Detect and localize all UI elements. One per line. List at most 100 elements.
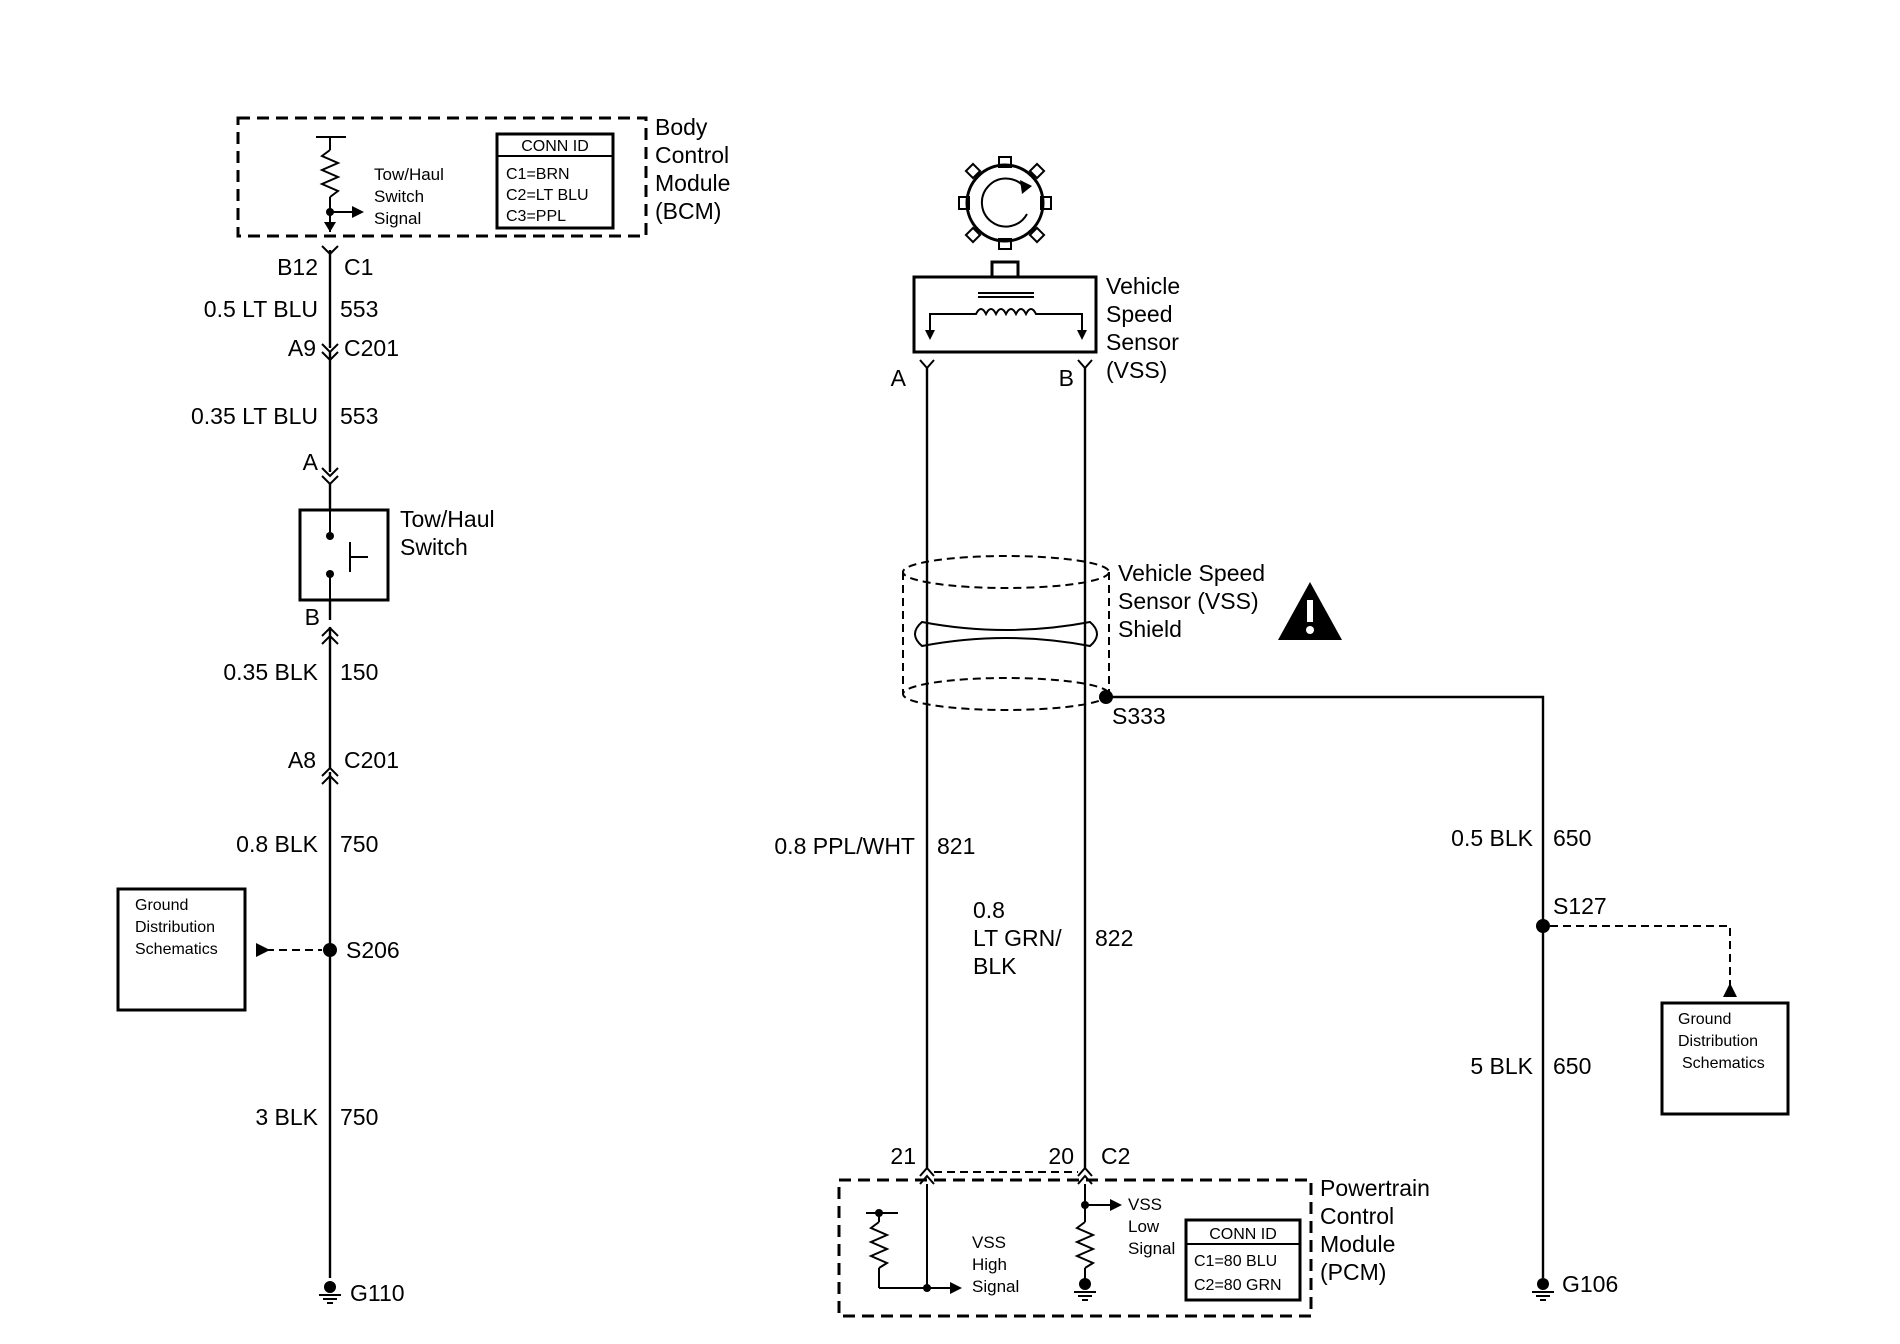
- warning-icon: [1278, 582, 1342, 640]
- connector-c201-lower-label: C201: [344, 747, 399, 773]
- bcm-conn-id-header: CONN ID: [521, 138, 589, 155]
- wire-750-lower-circuit: 750: [340, 1104, 378, 1130]
- wire-650-upper-size-color: 0.5 BLK: [1451, 825, 1533, 851]
- bcm-conn-id-entry-2: C2=LT BLU: [506, 187, 589, 204]
- vss-pin-b-symbol: [1077, 359, 1093, 370]
- pcm-low-signal-label-1: VSS: [1128, 1195, 1162, 1214]
- vss-shield-label-1: Vehicle Speed: [1118, 560, 1265, 586]
- vss-title-1: Vehicle: [1106, 273, 1180, 299]
- bcm-module: Tow/Haul Switch Signal CONN ID C1=BRN C2…: [236, 114, 730, 238]
- right-ground-circuit: 0.5 BLK 650 S127 Ground Distribution Sch…: [1451, 825, 1790, 1301]
- vss-pin-b-label: B: [1059, 365, 1074, 391]
- pcm-low-signal-label-3: Signal: [1128, 1239, 1175, 1258]
- ground-ref-right-line-1: Ground: [1678, 1011, 1731, 1028]
- connector-c1-symbol: [321, 245, 339, 256]
- pcm-title-2: Control: [1320, 1203, 1394, 1229]
- ground-ref-right-line-2: Distribution: [1678, 1033, 1758, 1050]
- bcm-conn-id-entry-1: C1=BRN: [506, 166, 570, 183]
- connector-c201-upper-symbol: [321, 343, 339, 354]
- pcm-pin-21-symbol: [919, 1166, 935, 1177]
- bcm-boundary: [236, 116, 648, 238]
- splice-s333-label: S333: [1112, 703, 1166, 729]
- vss-title-2: Speed: [1106, 301, 1173, 327]
- switch-pin-a-label: A: [303, 449, 319, 475]
- wire-750-lower-size-color: 3 BLK: [255, 1104, 318, 1130]
- ground-g106-icon: [1531, 1277, 1555, 1301]
- connector-c201-upper-symbol-2: [321, 351, 339, 362]
- pcm-title-1: Powertrain: [1320, 1175, 1430, 1201]
- ground-g106-label: G106: [1562, 1271, 1618, 1297]
- bcm-signal-label-2: Switch: [374, 187, 424, 206]
- bcm-conn-id-entry-3: C3=PPL: [506, 208, 566, 225]
- connector-c201-lower-symbol-2: [321, 774, 339, 785]
- vss-sensor-body: [912, 275, 1098, 354]
- pin-a8-label: A8: [288, 747, 316, 773]
- bcm-signal-label-3: Signal: [374, 209, 421, 228]
- bcm-title-1: Body: [655, 114, 708, 140]
- wire-553-upper-size-color: 0.5 LT BLU: [204, 296, 318, 322]
- bcm-resistor: [316, 136, 364, 232]
- pcm-low-signal-circuit: [1074, 1184, 1122, 1282]
- vss-title-4: (VSS): [1106, 357, 1167, 383]
- pcm-boundary: [837, 1178, 1313, 1318]
- bcm-title-3: Module: [655, 170, 730, 196]
- ground-ref-left-line-2: Distribution: [135, 919, 215, 936]
- splice-s127-label: S127: [1553, 893, 1607, 919]
- vss-sensor: Vehicle Speed Sensor (VSS) A B Vehicle S…: [774, 156, 1545, 1278]
- ground-distribution-ref-right[interactable]: Ground Distribution Schematics: [1660, 1001, 1790, 1116]
- ground-ref-right-line-3: Schematics: [1682, 1055, 1765, 1072]
- tow-haul-switch-body: [298, 508, 390, 602]
- connector-c201-upper-label: C201: [344, 335, 399, 361]
- wire-750-upper-circuit: 750: [340, 831, 378, 857]
- pcm-title-3: Module: [1320, 1231, 1395, 1257]
- switch-label-2: Switch: [400, 534, 468, 560]
- vss-sensor-tip: [990, 260, 1020, 279]
- pcm-high-signal-label-1: VSS: [972, 1233, 1006, 1252]
- pcm-title-4: (PCM): [1320, 1259, 1386, 1285]
- wire-650: [1106, 695, 1545, 1278]
- switch-pin-a-symbol: [321, 467, 339, 478]
- ground-distribution-ref-left[interactable]: Ground Distribution Schematics: [116, 887, 247, 1012]
- vss-coil-icon: [925, 292, 1087, 340]
- wire-650-lower-circuit: 650: [1553, 1053, 1591, 1079]
- pcm-high-signal-circuit: [866, 1184, 962, 1294]
- vss-pin-a-label: A: [891, 365, 907, 391]
- wire-553-lower-size-color: 0.35 LT BLU: [191, 403, 318, 429]
- wire-821-circuit: 821: [937, 833, 975, 859]
- wire-553-lower-circuit: 553: [340, 403, 378, 429]
- vss-shield-label-3: Shield: [1118, 616, 1182, 642]
- pcm-internal-ground-icon: [1073, 1277, 1097, 1301]
- ground-ref-left-line-1: Ground: [135, 897, 188, 914]
- pcm-high-signal-label-2: High: [972, 1255, 1007, 1274]
- switch-pin-b-label: B: [305, 604, 320, 630]
- wire-822-size-line-3: BLK: [973, 953, 1017, 979]
- ground-ref-left-line-3: Schematics: [135, 941, 218, 958]
- bcm-conn-id-table: CONN ID C1=BRN C2=LT BLU C3=PPL: [495, 132, 615, 230]
- bcm-title-4: (BCM): [655, 198, 721, 224]
- pin-b12-label: B12: [277, 254, 318, 280]
- pcm-low-signal-label-2: Low: [1128, 1217, 1160, 1236]
- vss-shield: [902, 555, 1110, 711]
- vss-pin-a-symbol: [919, 359, 935, 370]
- wire-822-size-line-2: LT GRN/: [973, 925, 1062, 951]
- pcm-conn-id-entry-2: C2=80 GRN: [1194, 1277, 1282, 1294]
- wire-750-upper-size-color: 0.8 BLK: [236, 831, 318, 857]
- switch-pin-b-symbol-2: [321, 634, 339, 645]
- wire-822-circuit: 822: [1095, 925, 1133, 951]
- pcm-pin-20-symbol: [1077, 1166, 1093, 1177]
- vss-shield-label-2: Sensor (VSS): [1118, 588, 1259, 614]
- s206-arrow-icon: [256, 943, 270, 957]
- s127-ground-ref-link: [1550, 925, 1731, 985]
- pcm-module: 21 20 C2 VSS High Signal: [837, 1143, 1430, 1318]
- left-circuit: B12 C1 0.5 LT BLU 553 A9 C201 0.35 LT BL…: [116, 245, 495, 1306]
- pcm-conn-id-header: CONN ID: [1209, 1226, 1277, 1243]
- bcm-signal-label-1: Tow/Haul: [374, 165, 444, 184]
- wire-822-size-line-1: 0.8: [973, 897, 1005, 923]
- pcm-conn-id-table: CONN ID C1=80 BLU C2=80 GRN: [1184, 1218, 1302, 1302]
- s127-arrow-icon: [1723, 983, 1737, 997]
- connector-c201-lower-symbol: [321, 766, 339, 777]
- pcm-connector-c2-label: C2: [1101, 1143, 1130, 1169]
- wire-553-upper-circuit: 553: [340, 296, 378, 322]
- pcm-conn-id-entry-1: C1=80 BLU: [1194, 1253, 1277, 1270]
